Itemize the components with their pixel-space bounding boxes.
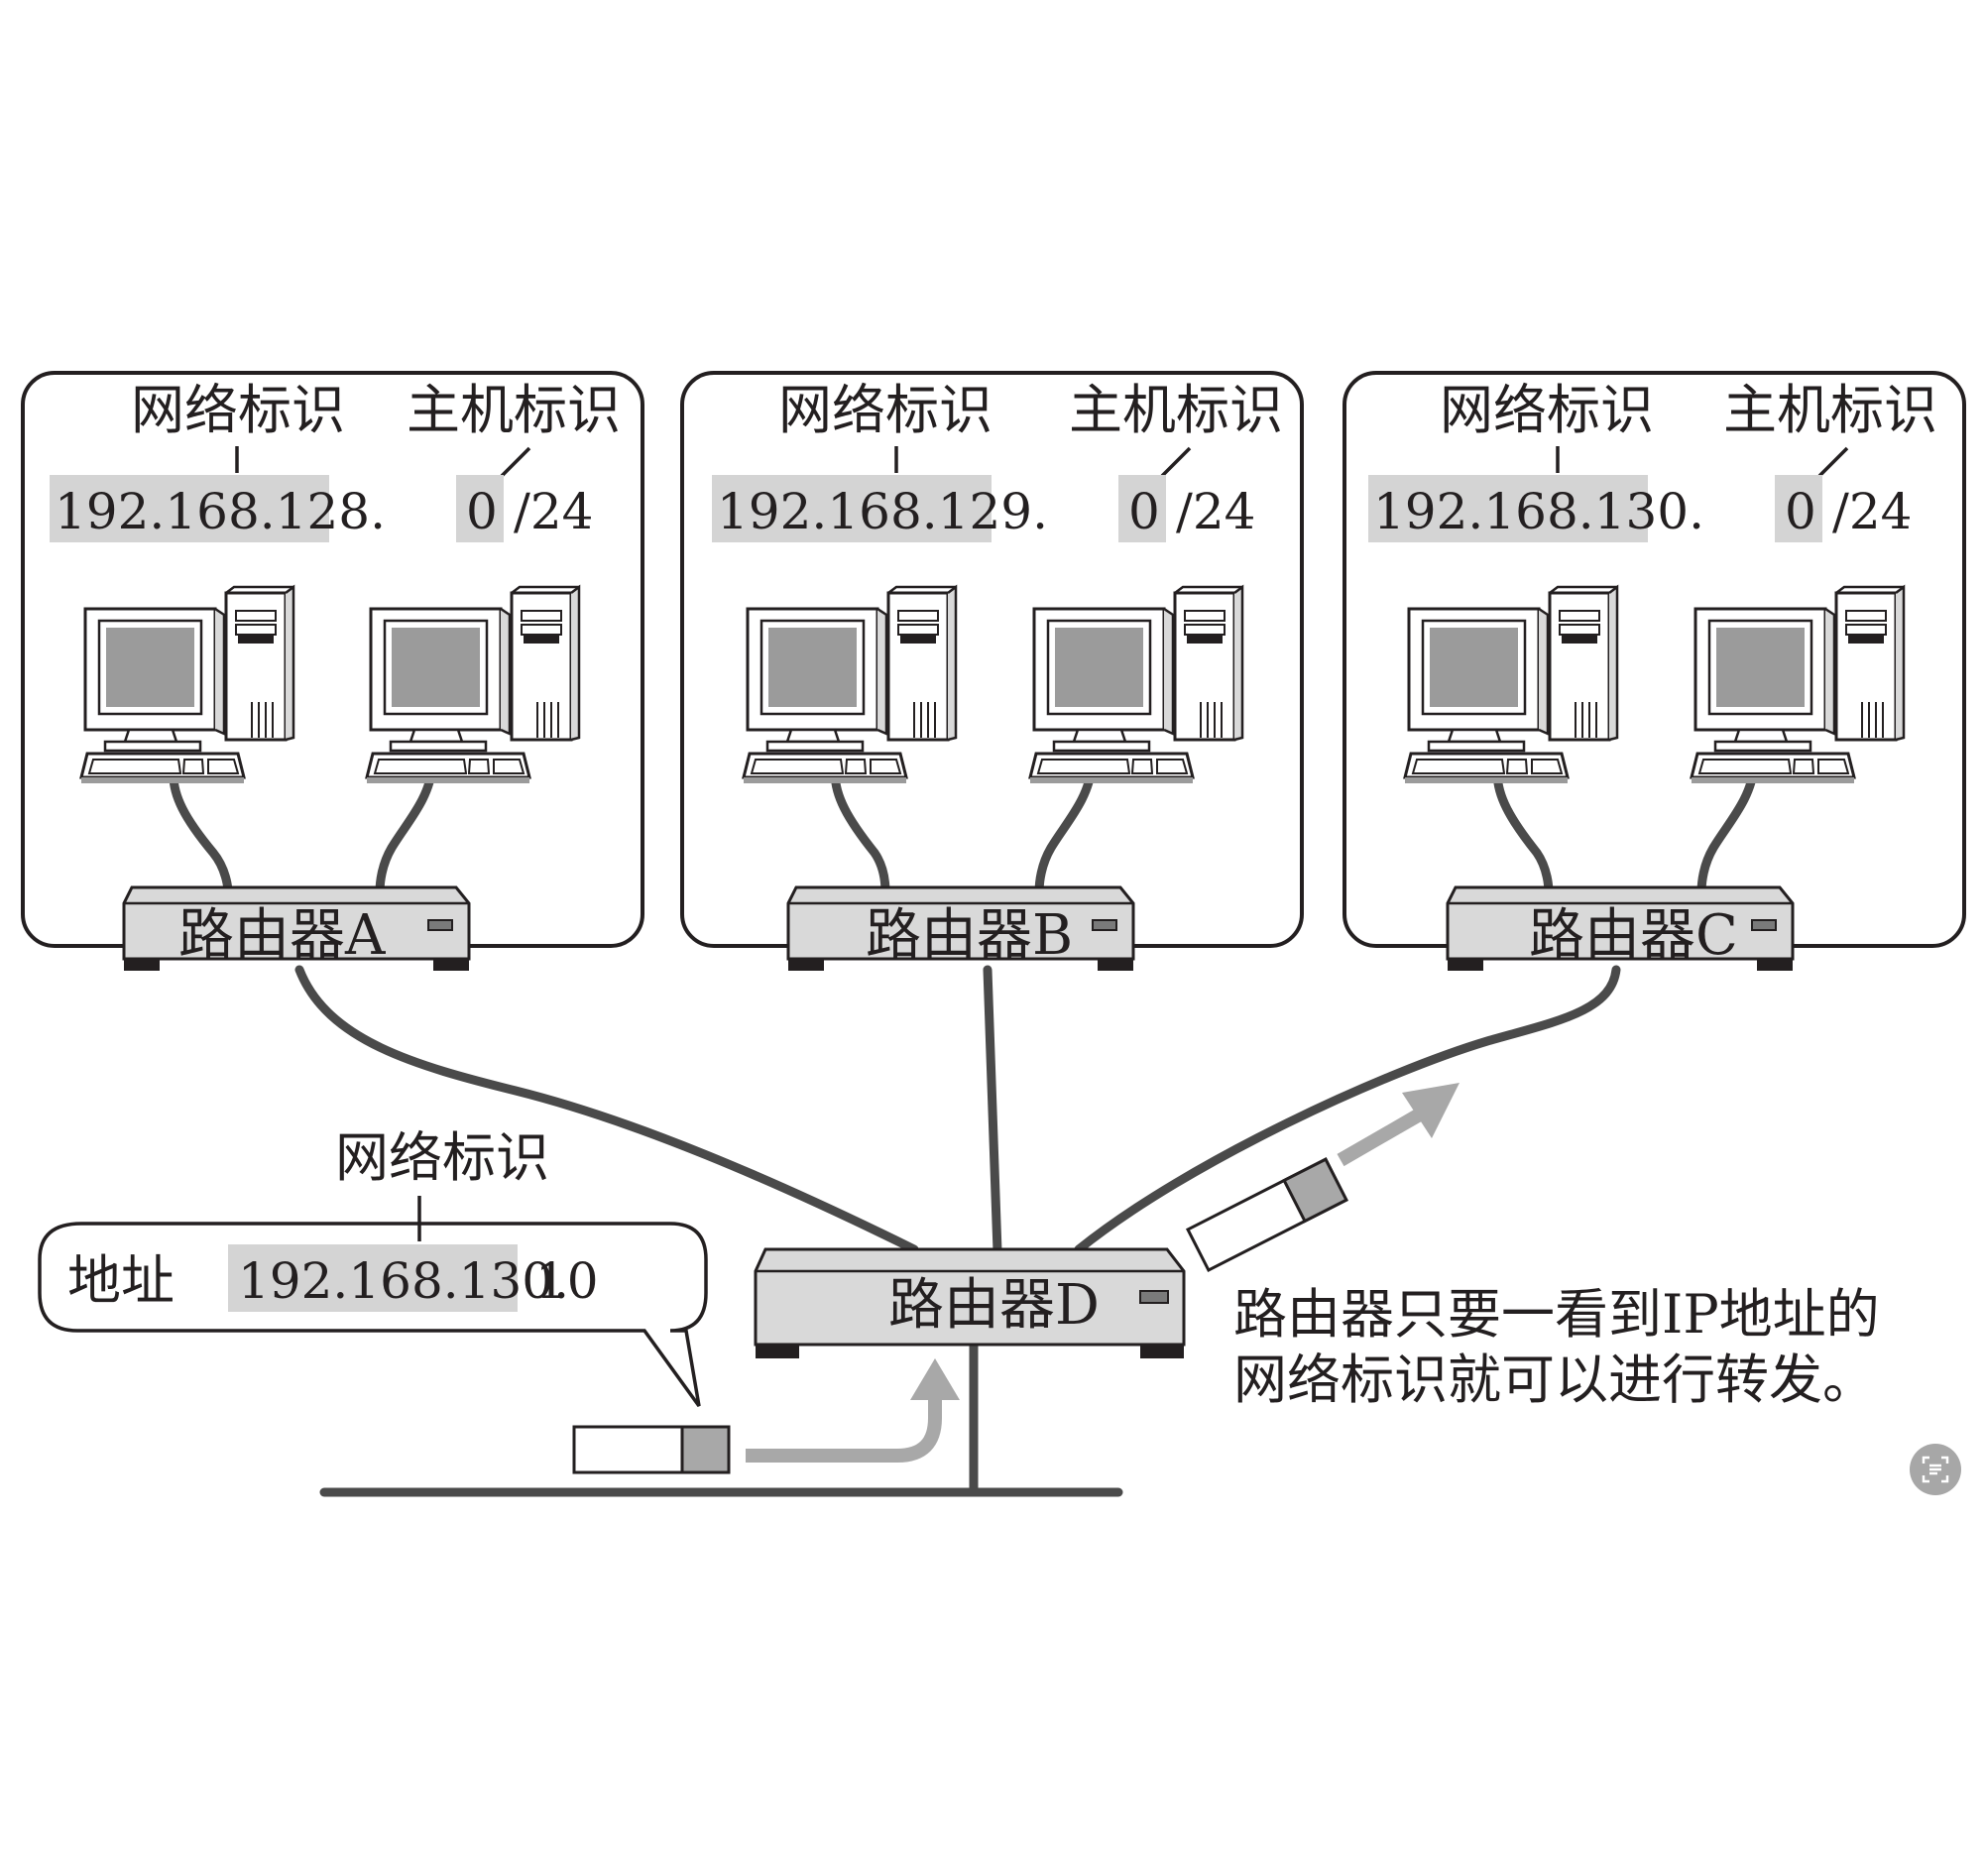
host-part: 0 [1128, 483, 1160, 540]
text-scan-button[interactable] [1910, 1444, 1961, 1495]
prefix: /24 [1832, 483, 1912, 540]
network-part: 192.168.128. [55, 483, 386, 540]
text-scan-icon [1922, 1456, 1949, 1483]
router-b-label: 路由器B [866, 903, 1073, 968]
network-id-label: 网络标识 [335, 1126, 549, 1189]
computer-icon [365, 585, 581, 785]
address-group-a: 网络标识 主机标识 192.168.128. 0 /24 [50, 379, 621, 542]
address-group-b: 网络标识 主机标识 192.168.129. 0 /24 [712, 379, 1283, 542]
note-line-1: 路由器只要一看到IP地址的 [1233, 1283, 1880, 1346]
host-part: 0 [1785, 483, 1816, 540]
computer-icon [79, 585, 295, 785]
host-id-label: 主机标识 [1069, 379, 1283, 441]
prefix: /24 [1176, 483, 1255, 540]
prefix: /24 [514, 483, 593, 540]
host-id-label: 主机标识 [407, 379, 621, 441]
network-id-label: 网络标识 [131, 379, 345, 441]
computer-icon [742, 585, 958, 785]
packet-network-part: 192.168.130. [238, 1252, 569, 1310]
address-callout: 网络标识 地址 192.168.130. 10 [38, 1126, 708, 1408]
network-part: 192.168.129. [717, 483, 1048, 540]
computer-icon [1028, 585, 1244, 785]
network-id-label: 网络标识 [778, 379, 992, 441]
router-a-label: 路由器A [178, 903, 386, 968]
router-d-label: 路由器D [888, 1273, 1100, 1338]
computer-icon [1403, 585, 1619, 785]
host-part: 0 [466, 483, 498, 540]
network-part: 192.168.130. [1373, 483, 1704, 540]
network-id-label: 网络标识 [1440, 379, 1654, 441]
packet-icon [1185, 1157, 1348, 1273]
router-c-label: 路由器C [1529, 903, 1738, 968]
address-label: 地址 [67, 1249, 175, 1312]
packet-icon [572, 1425, 731, 1474]
forward-arrow-icon [746, 1358, 960, 1463]
note-line-2: 网络标识就可以进行转发。 [1233, 1348, 1876, 1411]
address-group-c: 网络标识 主机标识 192.168.130. 0 /24 [1368, 379, 1937, 542]
packet-host-part: 10 [535, 1252, 599, 1310]
host-id-label: 主机标识 [1723, 379, 1937, 441]
backbone-cables [294, 965, 1621, 1497]
lan-cables [169, 761, 1759, 897]
computer-icon [1690, 585, 1906, 785]
forward-arrow-icon [1337, 1083, 1460, 1167]
